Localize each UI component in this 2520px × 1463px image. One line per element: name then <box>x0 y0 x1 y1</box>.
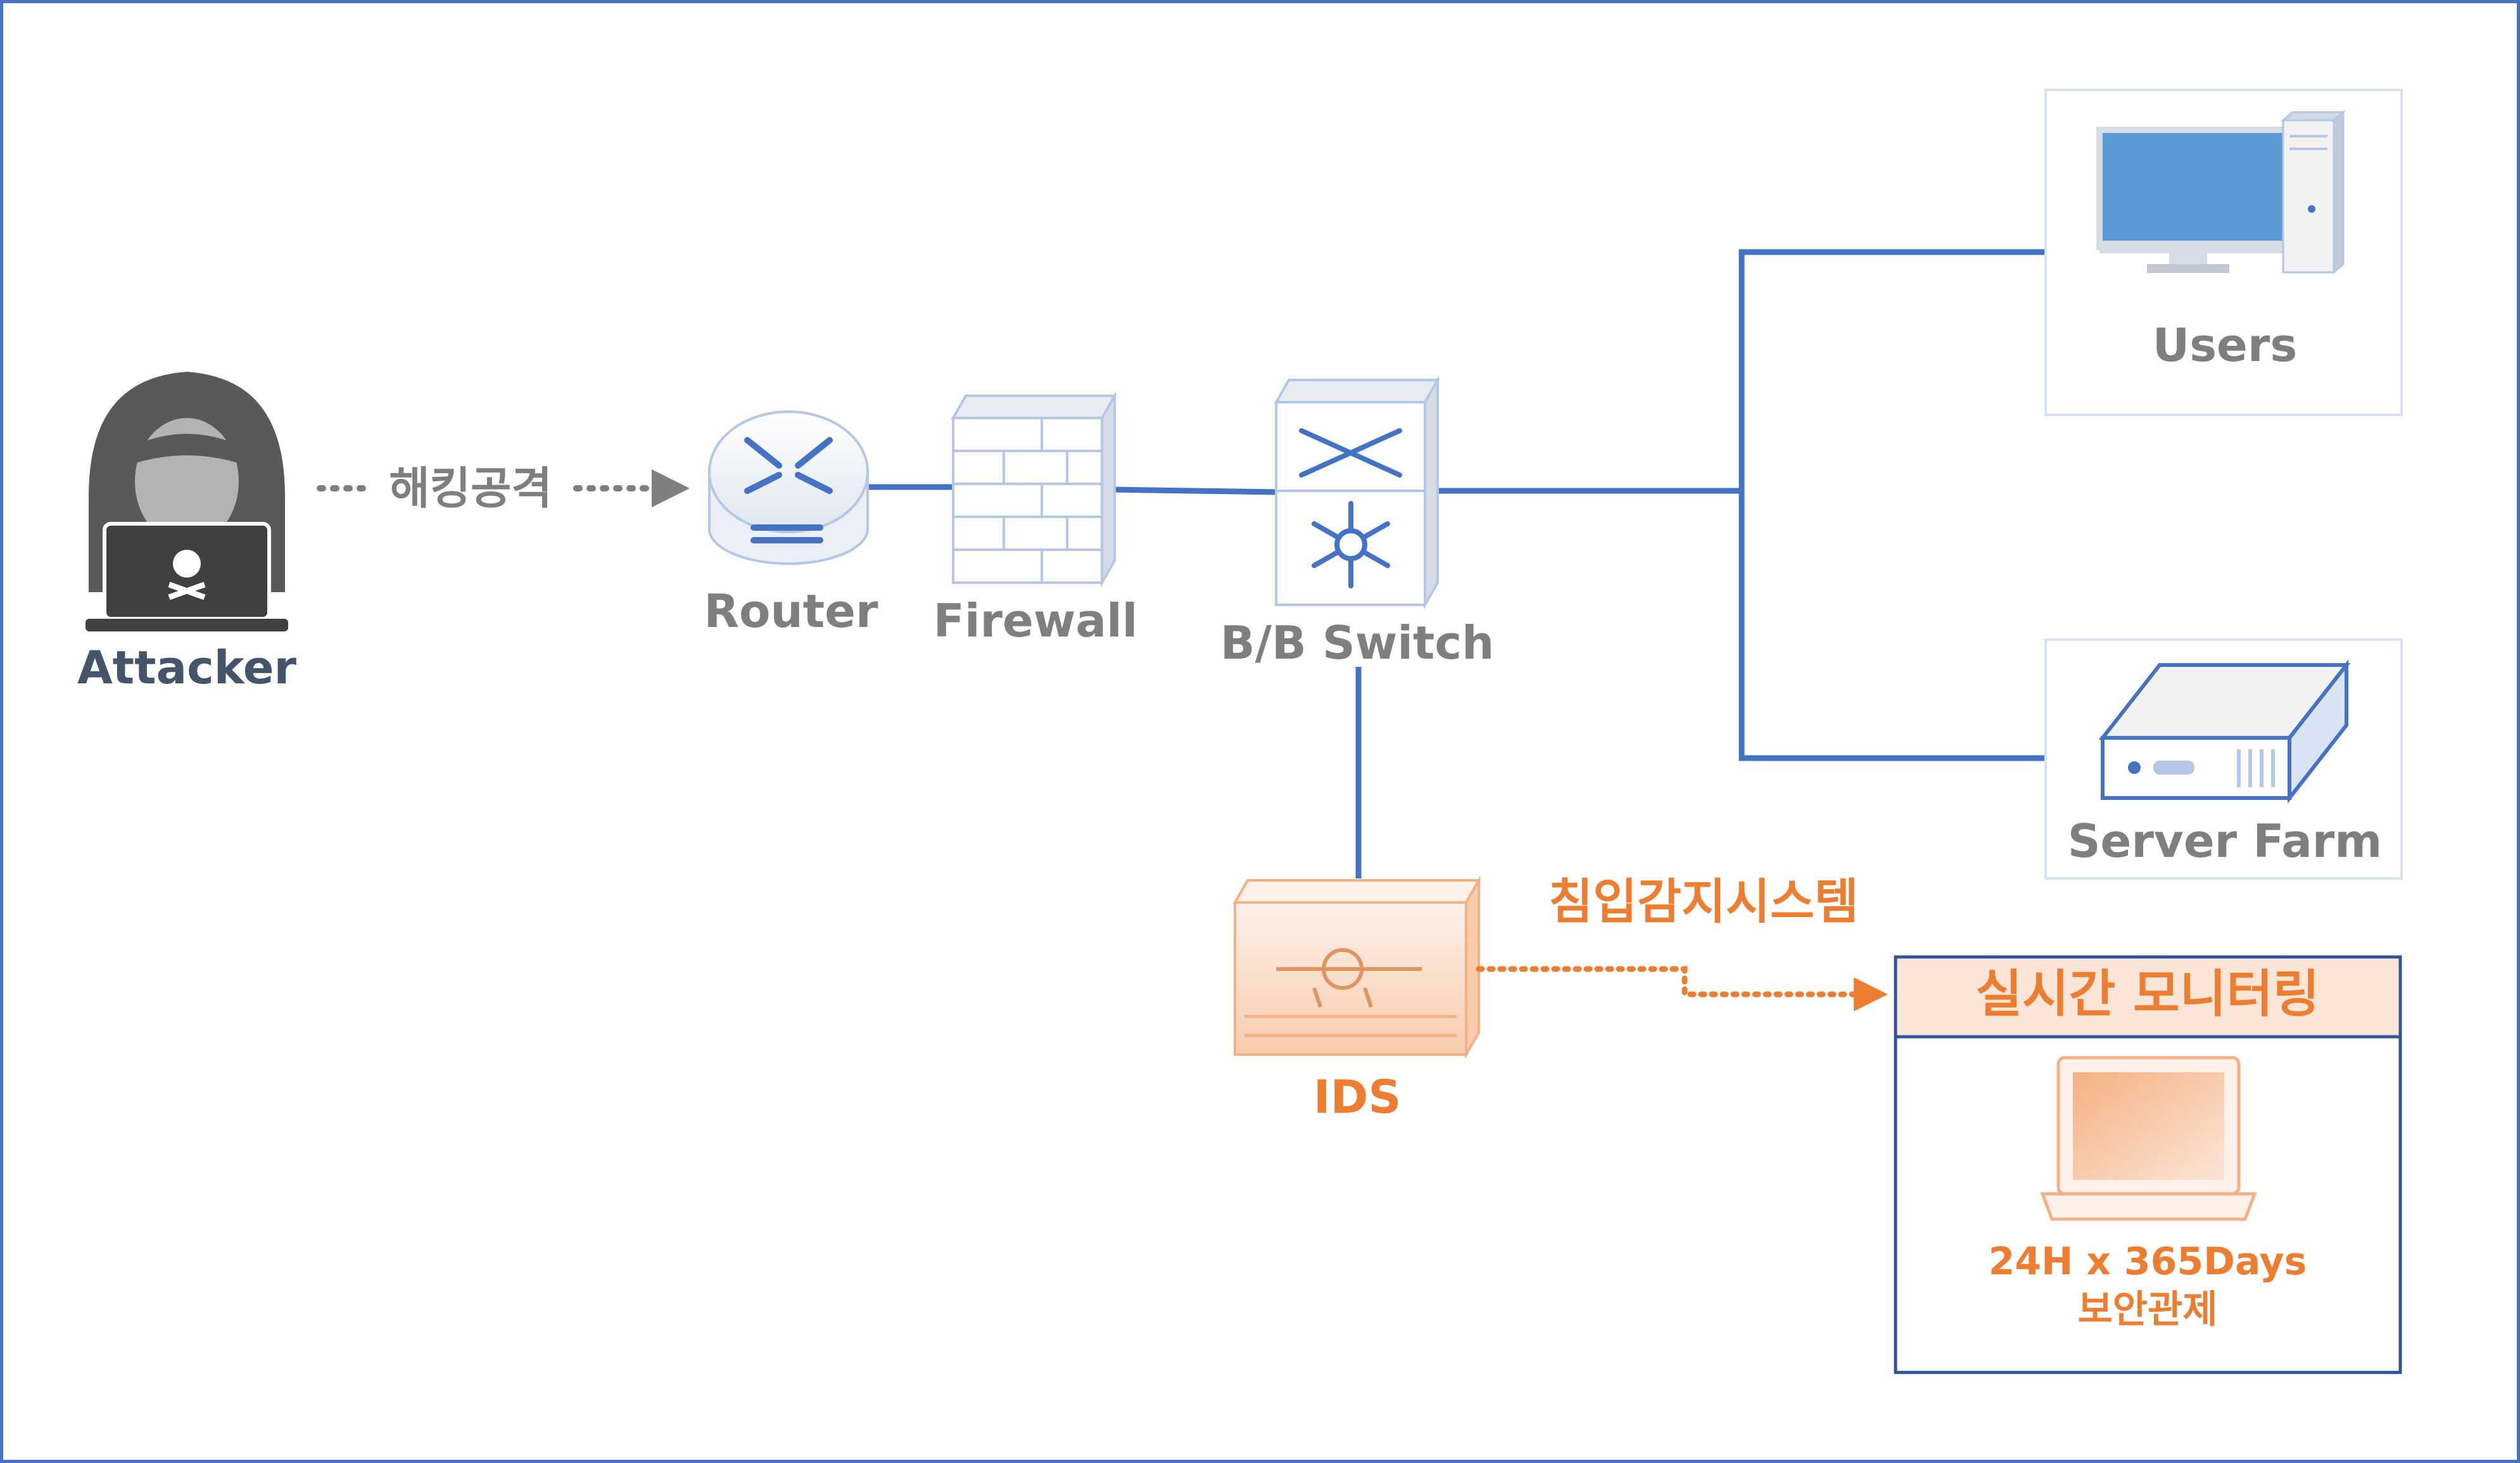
monitoring-line2: 보안관제 <box>2078 1288 2218 1332</box>
link-core-users <box>1738 249 2046 491</box>
users-node: Users <box>2044 89 2403 416</box>
link-firewall-switch <box>1111 486 1277 495</box>
monitoring-header <box>1894 955 2402 1039</box>
attacker-label: Attacker <box>77 641 297 694</box>
switch-node: B/B Switch <box>1220 375 1495 669</box>
ids-label: IDS <box>1314 1070 1401 1124</box>
network-links <box>868 249 2046 878</box>
monitoring-line1: 24H x 365Days <box>1989 1239 2307 1284</box>
attacker-node: Attacker <box>77 372 297 694</box>
layer3-switch-icon <box>1274 375 1440 610</box>
ids-appliance-icon <box>1232 875 1481 1060</box>
monitoring-title: 실시간 모니터링 <box>1975 965 2319 1023</box>
firewall-label: Firewall <box>934 594 1138 647</box>
router-node: Router <box>704 410 878 638</box>
switch-label: B/B Switch <box>1220 616 1495 669</box>
monitoring-panel: 실시간 모니터링 24H x 365Days 보안관제 <box>1894 955 2402 1374</box>
server-icon <box>2098 659 2351 804</box>
desktop-pc-icon <box>2096 110 2346 275</box>
router-label: Router <box>704 585 878 638</box>
hacker-laptop-icon <box>85 372 288 631</box>
ids-node: IDS <box>1232 875 1481 1124</box>
server-farm-node: Server Farm <box>2044 638 2403 880</box>
link-core-server-farm <box>1738 491 2046 761</box>
laptop-icon <box>2040 1056 2257 1221</box>
attack-label: 해킹공격 <box>389 462 552 514</box>
ids-to-monitoring-arrow <box>1476 966 1888 1011</box>
diagram-canvas: Attacker 해킹공격 Router <box>77 89 2403 1374</box>
attack-arrow: 해킹공격 <box>317 462 690 514</box>
ids-caption: 침입감지시스템 <box>1548 873 1858 930</box>
router-icon <box>708 410 869 565</box>
firewall-node: Firewall <box>934 391 1138 647</box>
server-farm-label: Server Farm <box>2068 814 2383 868</box>
users-label: Users <box>2153 319 2298 372</box>
brick-wall-icon <box>951 391 1117 588</box>
